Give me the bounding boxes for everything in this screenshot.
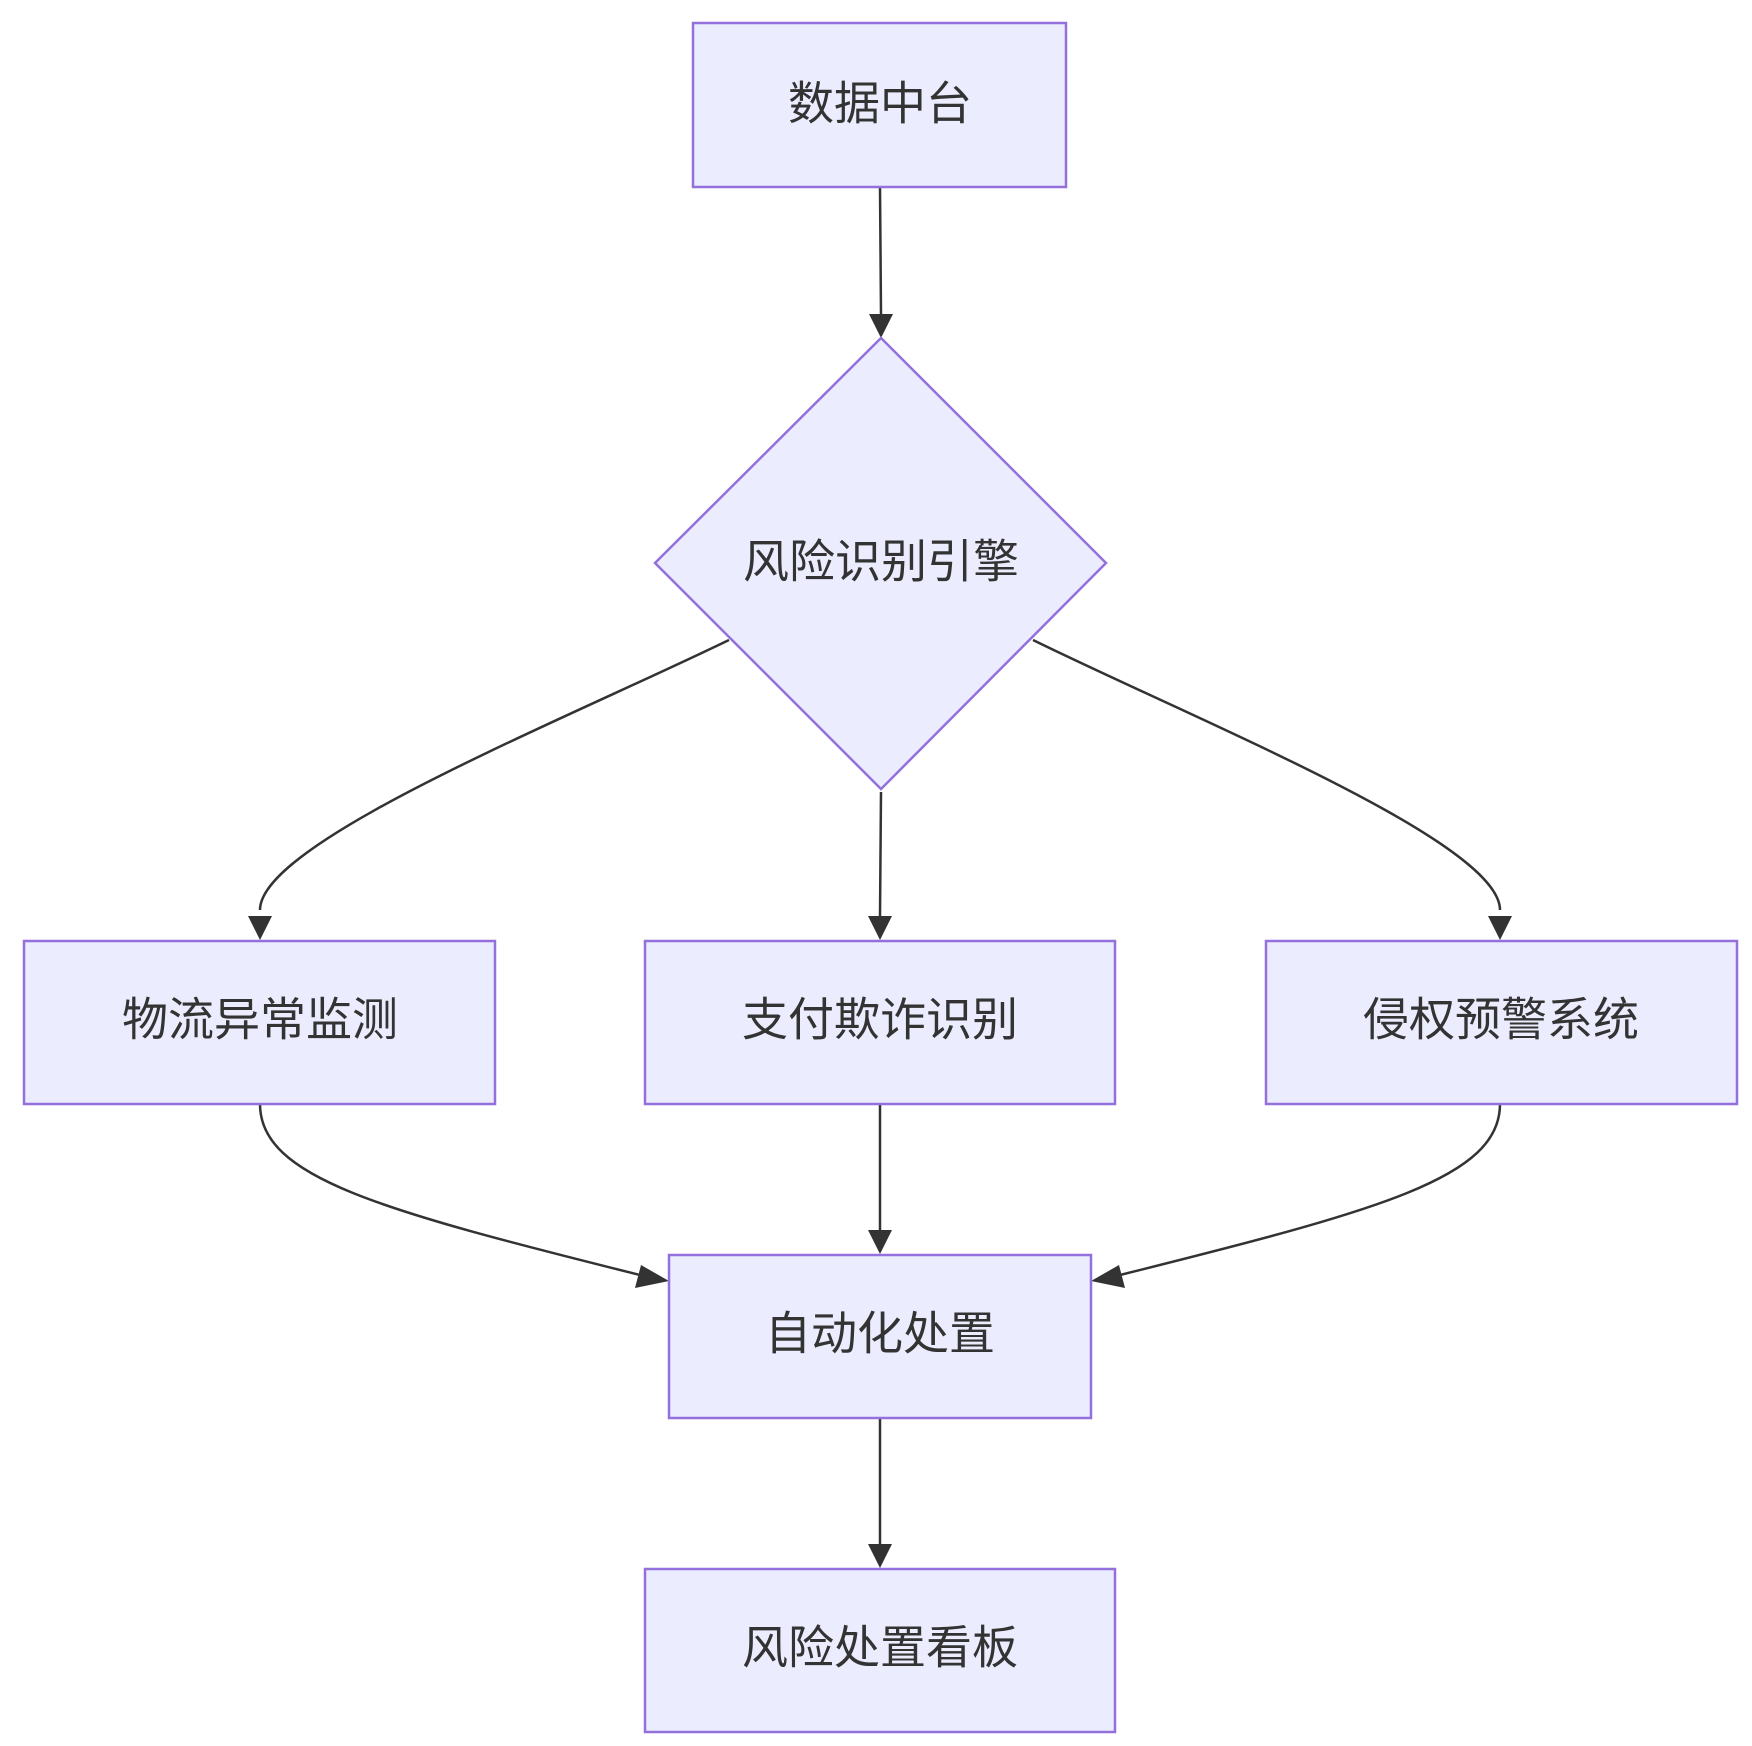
arrowhead xyxy=(869,314,893,338)
arrowhead xyxy=(248,916,272,940)
node-infringement-alert-label: 侵权预警系统 xyxy=(1363,993,1639,1047)
node-infringement-alert: 侵权预警系统 xyxy=(1264,939,1739,1106)
arrowhead xyxy=(1488,916,1512,940)
node-risk-engine: 风险识别引擎 xyxy=(653,336,1108,791)
node-logistics-monitoring-box xyxy=(22,939,497,1106)
edge-logistics-to-auto-disposal xyxy=(258,1103,645,1278)
node-data-platform-label: 数据中台 xyxy=(788,77,972,131)
edge-risk-engine-to-infringement xyxy=(1032,638,1502,911)
edge-risk-engine-to-payment xyxy=(878,791,883,917)
node-risk-dashboard-box xyxy=(643,1567,1117,1734)
edge-data-platform-to-risk-engine xyxy=(878,187,883,315)
node-data-platform: 数据中台 xyxy=(691,21,1068,189)
node-logistics-monitoring-label: 物流异常监测 xyxy=(122,993,398,1047)
arrowhead xyxy=(868,916,892,940)
edge-infringement-to-auto-disposal xyxy=(1115,1103,1502,1278)
node-data-platform-box xyxy=(691,21,1068,189)
node-payment-fraud: 支付欺诈识别 xyxy=(643,939,1117,1106)
arrowhead xyxy=(1091,1265,1125,1288)
arrowhead xyxy=(868,1544,892,1568)
node-payment-fraud-label: 支付欺诈识别 xyxy=(742,993,1018,1047)
node-logistics-monitoring: 物流异常监测 xyxy=(22,939,497,1106)
node-payment-fraud-box xyxy=(643,939,1117,1106)
node-infringement-alert-box xyxy=(1264,939,1739,1106)
node-risk-engine-diamond xyxy=(653,336,1108,791)
arrowhead xyxy=(868,1230,892,1254)
edges xyxy=(248,187,1512,1568)
node-risk-engine-label: 风险识别引擎 xyxy=(743,535,1019,589)
node-auto-disposal: 自动化处置 xyxy=(667,1253,1093,1420)
node-auto-disposal-label: 自动化处置 xyxy=(765,1307,995,1361)
node-risk-dashboard: 风险处置看板 xyxy=(643,1567,1117,1734)
edge-risk-engine-to-logistics xyxy=(258,638,730,911)
node-risk-dashboard-label: 风险处置看板 xyxy=(742,1621,1018,1675)
node-auto-disposal-box xyxy=(667,1253,1093,1420)
arrowhead xyxy=(635,1265,669,1288)
